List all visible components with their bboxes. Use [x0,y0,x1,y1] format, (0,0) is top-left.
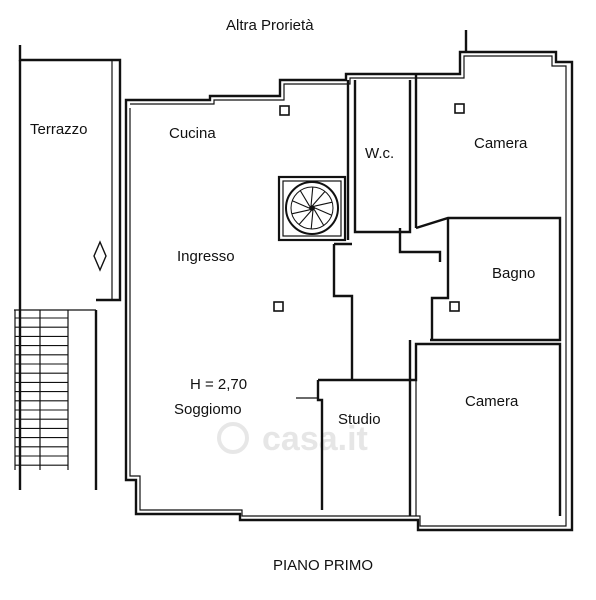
bedroom-bottom-label: Camera [465,393,519,410]
studio-left-wall [316,380,324,510]
camera-bottom-walls [408,340,562,516]
outer-wall [124,50,574,532]
spiral-stair-step [314,201,333,207]
compass-icon [93,240,107,272]
outer-wall-inner [129,55,567,527]
corridor-left-wall [332,244,354,380]
spiral-stair-step [310,210,314,230]
spiral-stair-step [310,186,314,206]
bedroom-top-label: Camera [474,135,528,152]
column-marker [279,105,290,116]
studio-top-wall [318,378,412,516]
living-room-label: Soggiomo [174,401,242,418]
column-marker [454,103,465,114]
spiral-stair-step [313,209,325,226]
entrance-label: Ingresso [177,248,235,265]
terrace-outline [18,45,122,302]
watermark-text: casa.it [262,420,368,458]
terrace-label: Terrazzo [30,121,88,138]
spiral-stair-step [291,209,310,215]
spiral-stair-icon [277,175,347,242]
bathroom-walls [415,216,562,342]
floor-title: PIANO PRIMO [273,557,373,574]
wc-walls [353,80,412,234]
bathroom-left-wall [430,218,450,340]
terrace-area [14,45,122,490]
neighbor-property-label: Altra Prorietà [226,17,314,34]
watermark-logo-icon [217,422,249,454]
corridor-wall-top [398,228,442,262]
watermark: casa.it [217,420,368,458]
kitchen-label: Cucina [169,125,216,142]
spiral-stair-step [298,210,312,225]
spiral-stair-step [292,200,310,209]
stair-steps [15,317,68,466]
study-label: Studio [338,411,381,428]
spiral-stair-step [312,191,326,206]
spiral-stair-step [299,190,311,207]
spiral-stair-step [314,207,332,216]
column-marker [273,301,284,312]
column-marker [449,301,460,312]
bathroom-label: Bagno [492,265,535,282]
wc-label: W.c. [365,145,394,162]
ceiling-height-label: H = 2,70 [190,376,247,393]
